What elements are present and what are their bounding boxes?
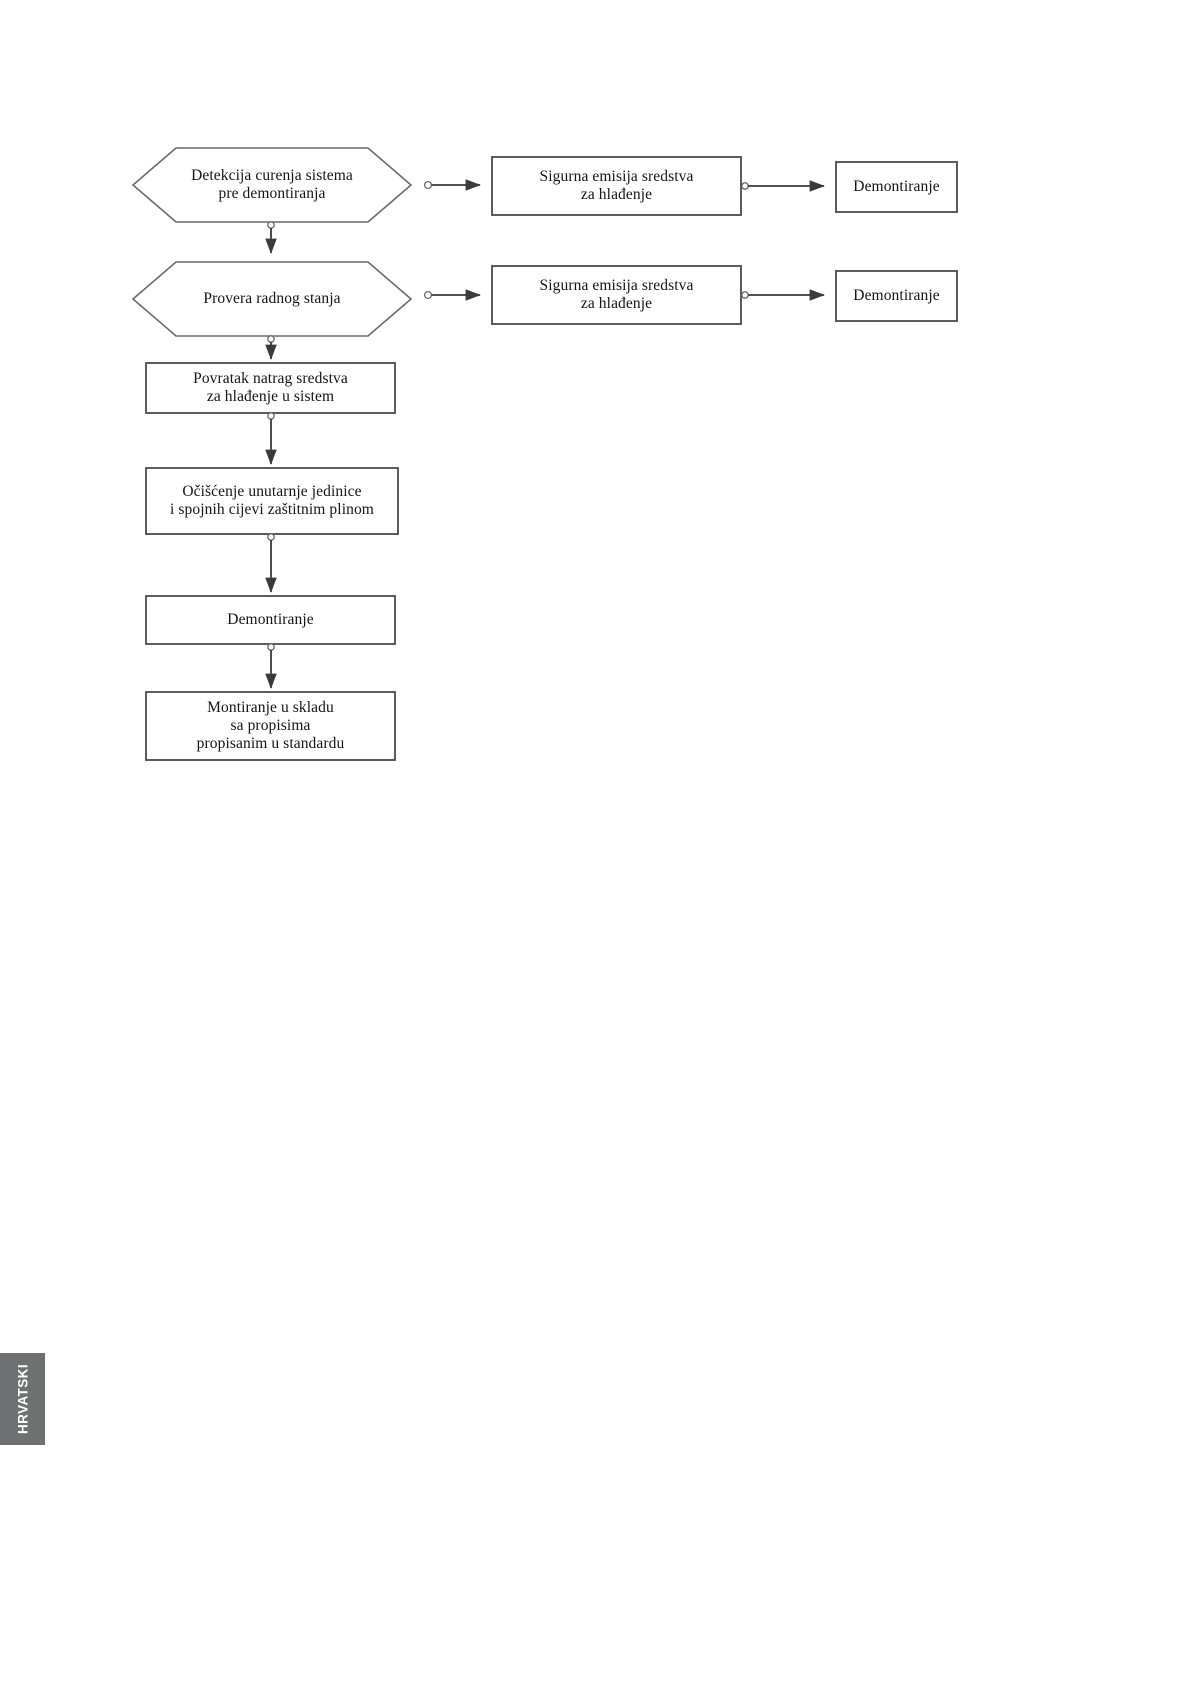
node-sigurna-emisija-1-box	[491, 156, 742, 216]
connector-dot-demontiranje-bottom	[267, 643, 275, 651]
connector-dot-hex2-right	[423, 290, 433, 300]
connector-dot-hex2-bottom	[267, 335, 275, 343]
connector-dot-sigurna2-right	[741, 291, 749, 299]
connector-dot-ociscenje-bottom	[267, 533, 275, 541]
node-sigurna-emisija-2-box	[491, 265, 742, 325]
node-provera-radnog-stanja-hexagon	[131, 261, 413, 337]
connector-dot-povratak-bottom	[267, 412, 275, 420]
node-povratak-natrag-box	[145, 362, 396, 414]
hrvatski-side-tab: HRVATSKI	[0, 1353, 45, 1445]
node-ociscenje-unutarnje-box	[145, 467, 399, 535]
connector-dot-sigurna1-right	[741, 182, 749, 190]
connector-dot-hex1-bottom	[267, 221, 275, 229]
hrvatski-side-tab-label: HRVATSKI	[15, 1364, 30, 1434]
node-montiranje-u-skladu-box	[145, 691, 396, 761]
node-detekcija-curenja-hexagon	[131, 147, 413, 223]
node-demontiranje-right-2-box	[835, 270, 958, 322]
node-demontiranje-right-1-box	[835, 161, 958, 213]
flowchart-canvas	[131, 147, 958, 761]
connector-dot-hex1-right	[423, 180, 433, 190]
node-demontiranje-main-box	[145, 595, 396, 645]
